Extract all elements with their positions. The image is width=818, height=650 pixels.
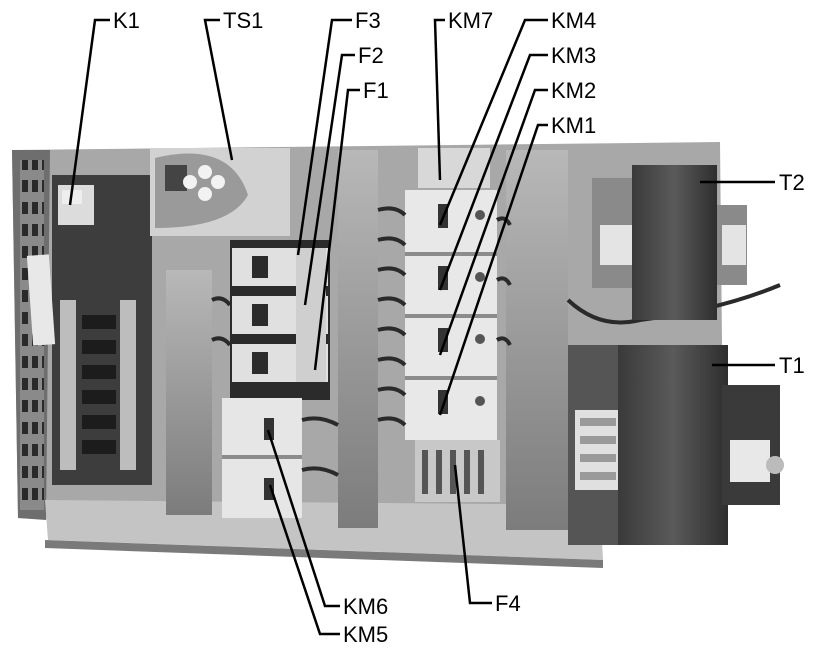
label-t1: T1 [779,353,805,378]
leader-f1 [313,88,360,371]
breakers-f1-f3 [230,240,330,400]
label-km1: KM1 [551,113,597,138]
label-km4: KM4 [551,8,597,33]
leader-km5 [268,484,340,636]
label-km6: KM6 [343,594,389,619]
leader-km7 [433,18,445,181]
leader-ts1 [203,18,234,161]
label-k1: K1 [113,8,140,33]
leader-km4 [438,18,548,226]
k1-board [26,175,152,485]
leader-km3 [438,53,548,291]
label-km7: KM7 [448,8,494,33]
wiring-duct-left [166,270,212,515]
transformer-t1 [568,345,784,545]
leader-km6 [266,429,340,608]
label-km2: KM2 [551,78,597,103]
contactors-km1-km4 [405,148,497,440]
leader-km2 [438,88,548,356]
wiring-duct-right [506,150,568,530]
leader-f3 [296,18,352,256]
label-f1: F1 [363,78,389,103]
leader-km1 [438,123,548,416]
wiring-duct-center [338,150,378,528]
contactors-km5-km6 [222,398,302,518]
label-f2: F2 [358,43,384,68]
leader-k1 [68,18,110,206]
transformer-t2 [592,165,747,320]
label-ts1: TS1 [223,8,264,33]
leader-f2 [303,53,355,306]
label-km3: KM3 [551,43,597,68]
ts1-display [150,148,290,236]
label-km5: KM5 [343,622,389,647]
label-t2: T2 [779,170,805,195]
label-f3: F3 [355,8,381,33]
label-f4: F4 [495,591,521,616]
leader-f4 [453,464,492,605]
